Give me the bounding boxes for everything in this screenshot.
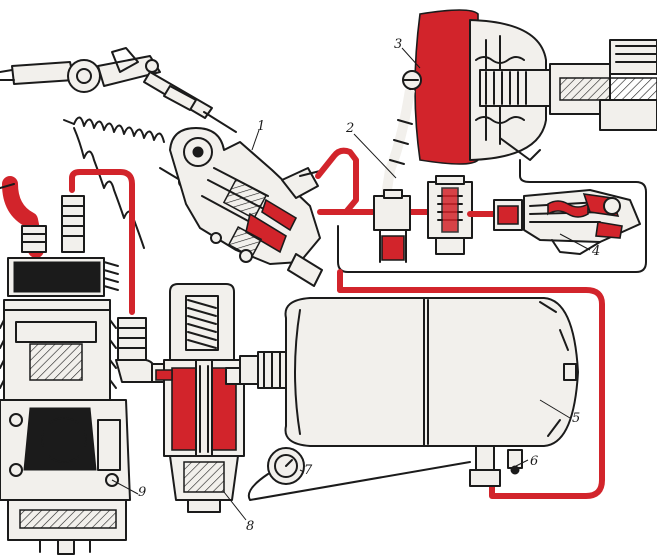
tank-inlet-fitting xyxy=(257,351,287,389)
flexible-hose xyxy=(381,89,415,197)
air-compressor xyxy=(0,169,135,555)
pressure-gauge xyxy=(247,447,471,501)
valve-supply-pipe xyxy=(315,147,359,215)
callout-labels: 1 2 3 4 5 6 7 8 9 xyxy=(138,37,600,534)
lever-linkage xyxy=(0,47,237,133)
callout-7: 7 xyxy=(304,463,313,478)
callout-8: 8 xyxy=(246,519,254,534)
callout-9: 9 xyxy=(138,485,146,500)
tank-supply-line xyxy=(337,269,605,499)
air-tank xyxy=(284,297,579,447)
brake-chamber xyxy=(402,9,657,165)
brake-valve xyxy=(169,127,325,287)
callout-leaders xyxy=(111,47,591,521)
callout-2: 2 xyxy=(345,121,354,136)
callout-4: 4 xyxy=(591,244,600,259)
callout-6: 6 xyxy=(530,454,538,469)
unloader-valve xyxy=(155,283,259,513)
callout-5: 5 xyxy=(572,411,580,426)
callout-3: 3 xyxy=(394,37,402,52)
pressure-manifold xyxy=(343,175,523,263)
pressure-regulator xyxy=(523,189,641,255)
drain-fittings xyxy=(469,445,523,487)
callout-1: 1 xyxy=(257,119,265,134)
